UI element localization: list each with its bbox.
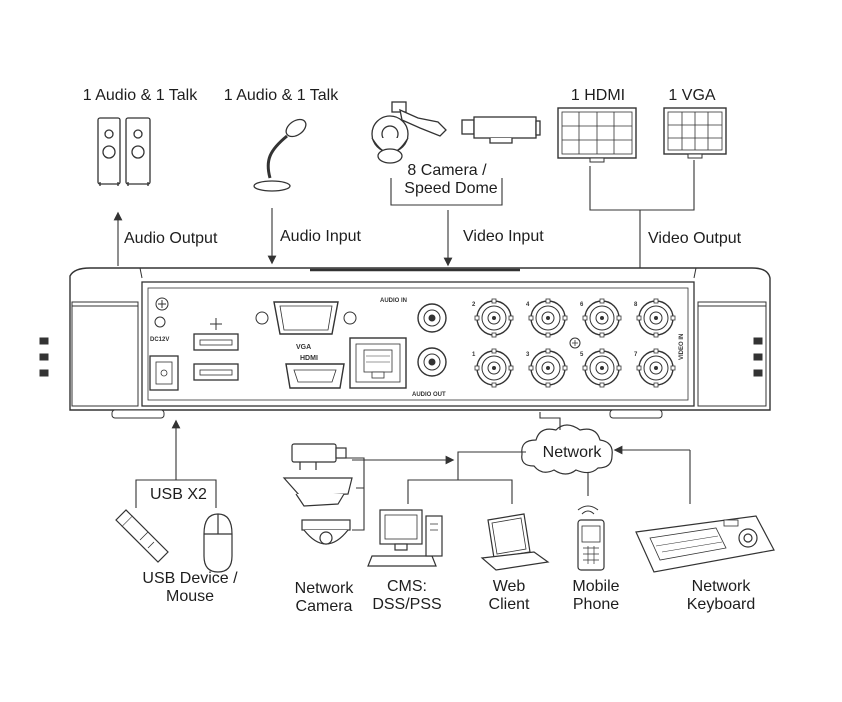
power-port	[149, 316, 179, 391]
bnc-label-7: 7	[634, 352, 638, 358]
mobile-phone-caption-line2: Phone	[572, 596, 620, 613]
power-label: DC12V	[150, 337, 169, 343]
web-client-caption-line2: Client	[488, 596, 530, 613]
video-input-label: Video Input	[463, 228, 544, 245]
box-camera-icon	[461, 116, 541, 144]
audio-input-label: Audio Input	[280, 228, 361, 245]
bnc-label-8: 8	[634, 302, 638, 308]
network-camera-caption-line1: Network	[294, 580, 354, 597]
usb-ports	[193, 318, 239, 381]
usb-device-caption-line1: USB Device /	[142, 570, 238, 587]
laptop-icon	[480, 513, 550, 571]
vga-port	[255, 301, 357, 335]
web-client-caption-line1: Web	[492, 578, 526, 595]
hdmi-caption: 1 HDMI	[570, 87, 626, 104]
video-in-label: VIDEO IN	[679, 334, 685, 360]
mobile-phone-caption-line1: Mobile	[572, 578, 620, 595]
panel-screw	[569, 337, 581, 349]
audio-in-label: AUDIO IN	[380, 298, 407, 304]
speaker-icon	[97, 117, 151, 186]
speaker-caption: 1 Audio & 1 Talk	[82, 87, 198, 104]
network-camera-caption-line2: Camera	[295, 598, 353, 615]
network-keyboard-icon	[635, 515, 775, 573]
audio-out-label: AUDIO OUT	[412, 392, 446, 398]
microphone-caption: 1 Audio & 1 Talk	[223, 87, 339, 104]
bnc-label-1: 1	[472, 352, 476, 358]
ethernet-port	[349, 337, 407, 389]
camera-caption-line1: 8 Camera /	[407, 162, 487, 179]
bnc-label-6: 6	[580, 302, 584, 308]
bnc-label-4: 4	[526, 302, 530, 308]
cms-computer-icon	[367, 509, 443, 567]
usb-device-caption-line2: Mouse	[165, 588, 215, 605]
vga-monitor-icon	[663, 107, 727, 159]
bnc-label-5: 5	[580, 352, 584, 358]
bnc-label-3: 3	[526, 352, 530, 358]
cms-caption-line1: CMS:	[387, 578, 427, 595]
audio-output-label: Audio Output	[124, 230, 218, 247]
hdmi-port-label: HDMI	[300, 355, 318, 362]
network-keyboard-caption-line1: Network	[691, 578, 751, 595]
ground-screw	[155, 297, 169, 311]
cms-caption-line2: DSS/PSS	[372, 596, 442, 613]
vga-port-label: VGA	[296, 344, 311, 351]
hdmi-monitor-icon	[557, 107, 637, 163]
mouse-icon	[203, 513, 233, 573]
hdmi-port	[285, 363, 345, 389]
camera-caption-line2: Speed Dome	[404, 180, 498, 197]
mobile-phone-icon	[577, 505, 605, 571]
speed-dome-icon	[371, 101, 447, 164]
vga-caption: 1 VGA	[668, 87, 716, 104]
network-cloud-icon	[521, 424, 613, 475]
audio-out-port	[417, 347, 447, 377]
video-output-label: Video Output	[648, 230, 742, 247]
audio-in-port	[417, 303, 447, 333]
network-keyboard-caption-line2: Keyboard	[686, 596, 756, 613]
bnc-label-2: 2	[472, 302, 476, 308]
usb-stick-icon	[115, 509, 169, 563]
network-cloud-label: Network	[542, 444, 602, 461]
network-camera-icon	[282, 443, 353, 545]
usb-caption: USB X2	[150, 486, 207, 503]
microphone-icon	[253, 118, 307, 192]
